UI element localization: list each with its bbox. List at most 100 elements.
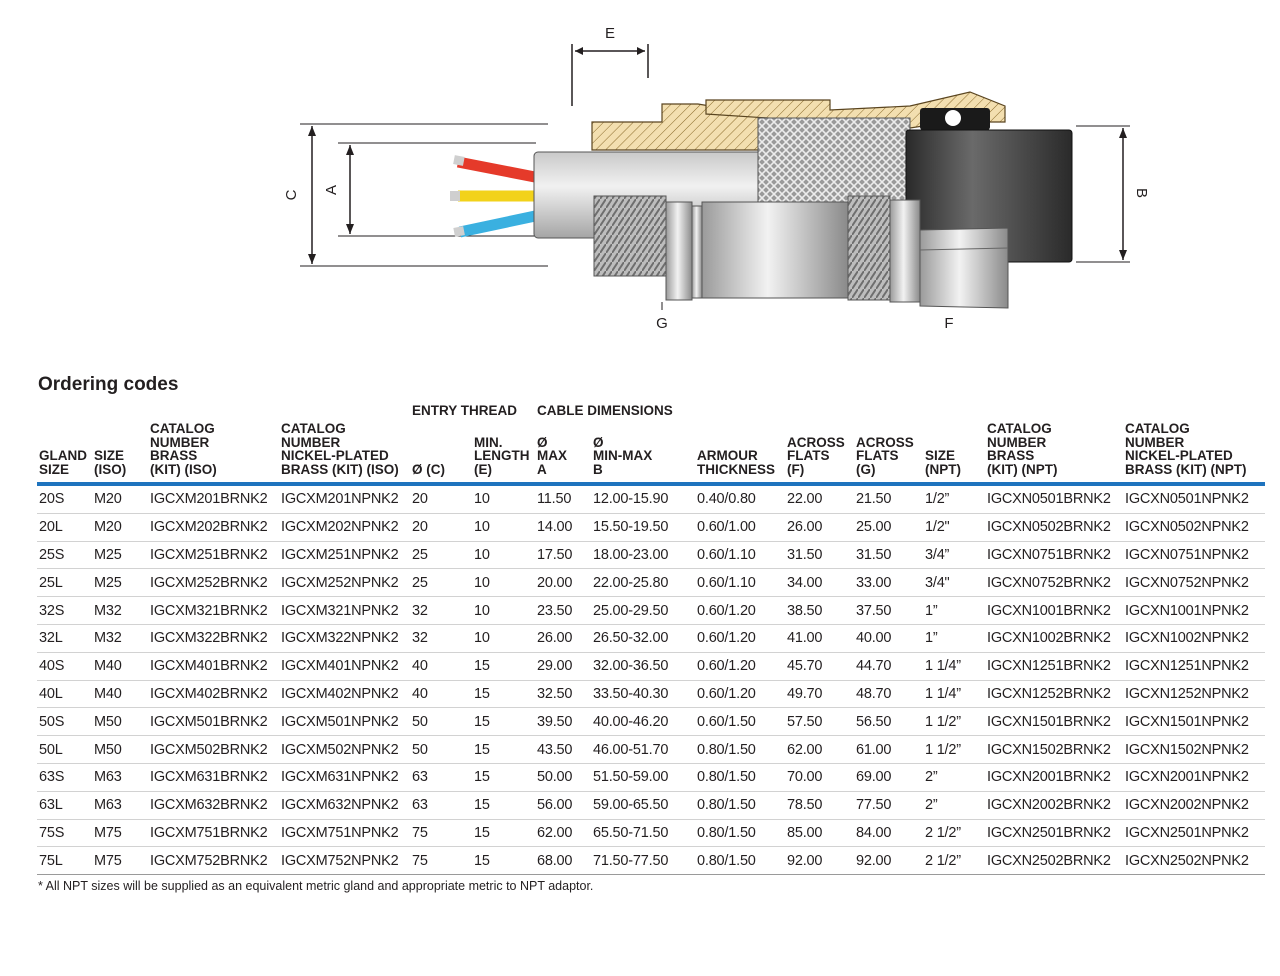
- table-cell: IGCXN0751NPNK2: [1123, 541, 1265, 570]
- table-cell: 51.50-59.00: [591, 763, 695, 792]
- table-cell: IGCXM402BRNK2: [148, 680, 279, 709]
- table-cell: 71.50-77.50: [591, 846, 695, 876]
- table-cell: 31.50: [854, 541, 923, 570]
- table-cell: IGCXN2002NPNK2: [1123, 791, 1265, 820]
- table-cell: 0.80/1.50: [695, 735, 785, 764]
- cable-dimensions-group-header: CABLE DIMENSIONS: [537, 403, 673, 418]
- entry-nut: [665, 201, 693, 301]
- table-cell: 75: [410, 819, 472, 848]
- table-cell: 1 1/2”: [923, 707, 985, 737]
- table-cell: 1”: [923, 596, 985, 625]
- table-cell: 15: [472, 707, 535, 737]
- table-cell: 15: [472, 680, 535, 709]
- table-cell: 40.00-46.20: [591, 707, 695, 737]
- table-cell: IGCXM631BRNK2: [148, 763, 279, 792]
- table-cell: 48.70: [854, 680, 923, 709]
- table-cell: M32: [92, 624, 148, 653]
- column-header: ACROSS FLATS (F): [787, 434, 845, 477]
- table-cell: 25: [410, 568, 472, 598]
- table-cell: 3/4”: [923, 541, 985, 570]
- table-cell: 92.00: [854, 846, 923, 876]
- table-cell: 65.50-71.50: [591, 819, 695, 848]
- table-cell: M20: [92, 484, 148, 514]
- table-cell: 31.50: [785, 541, 854, 570]
- group-headers: ENTRY THREAD CABLE DIMENSIONS: [0, 403, 1280, 419]
- table-cell: 61.00: [854, 735, 923, 764]
- table-cell: IGCXN1251BRNK2: [985, 652, 1123, 681]
- table-cell: 32.00-36.50: [591, 652, 695, 681]
- table-cell: IGCXN0751BRNK2: [985, 541, 1123, 570]
- table-cell: 63: [410, 763, 472, 792]
- table-cell: 40: [410, 652, 472, 681]
- table-cell: IGCXN1251NPNK2: [1123, 652, 1265, 681]
- table-cell: 0.60/1.20: [695, 596, 785, 625]
- table-cell: 37.50: [854, 596, 923, 625]
- table-cell: 1 1/4”: [923, 680, 985, 709]
- table-cell: 15: [472, 819, 535, 848]
- table-cell: 49.70: [785, 680, 854, 709]
- table-cell: IGCXM632NPNK2: [279, 791, 410, 820]
- table-cell: 10: [472, 596, 535, 625]
- table-cell: IGCXM752BRNK2: [148, 846, 279, 876]
- table-cell: IGCXN1002NPNK2: [1123, 624, 1265, 653]
- column-header: CATALOG NUMBER BRASS (KIT) (NPT): [987, 421, 1058, 477]
- gland-body: [701, 201, 849, 299]
- table-cell: 40S: [37, 652, 92, 681]
- table-cell: 2”: [923, 763, 985, 792]
- entry-thread-group-header: ENTRY THREAD: [412, 403, 518, 418]
- column-header: SIZE (NPT): [925, 448, 961, 477]
- column-header: CATALOG NUMBER NICKEL-PLATED BRASS (KIT)…: [1125, 421, 1247, 477]
- table-cell: 75S: [37, 819, 92, 848]
- column-header: CATALOG NUMBER BRASS (KIT) (ISO): [150, 421, 217, 477]
- table-cell: IGCXN1252BRNK2: [985, 680, 1123, 709]
- table-cell: 25L: [37, 568, 92, 598]
- table-cell: 22.00: [785, 484, 854, 514]
- table-cell: M25: [92, 541, 148, 570]
- table-cell: 20: [410, 513, 472, 542]
- table-cell: 21.50: [854, 484, 923, 514]
- table-cell: 50S: [37, 707, 92, 737]
- table-cell: 59.00-65.50: [591, 791, 695, 820]
- dimension-b-label: B: [1133, 188, 1150, 198]
- table-cell: 26.00: [535, 624, 591, 653]
- table-cell: 2 1/2”: [923, 846, 985, 876]
- table-cell: IGCXM501BRNK2: [148, 707, 279, 737]
- table-cell: 1”: [923, 624, 985, 653]
- table-cell: 14.00: [535, 513, 591, 542]
- table-cell: IGCXN1252NPNK2: [1123, 680, 1265, 709]
- table-cell: 10: [472, 541, 535, 570]
- column-header: SIZE (ISO): [94, 448, 127, 477]
- red-wire: [456, 156, 542, 184]
- table-cell: 77.50: [854, 791, 923, 820]
- table-cell: 1 1/2”: [923, 735, 985, 764]
- table-cell: 10: [472, 513, 535, 542]
- table-cell: 70.00: [785, 763, 854, 792]
- table-cell: 69.00: [854, 763, 923, 792]
- table-cell: M40: [92, 680, 148, 709]
- column-header: Ø MAX A: [537, 434, 567, 477]
- table-cell: 50: [410, 707, 472, 737]
- table-cell: IGCXM251NPNK2: [279, 541, 410, 570]
- table-cell: IGCXM322BRNK2: [148, 624, 279, 653]
- table-cell: 32S: [37, 596, 92, 625]
- table-cell: M50: [92, 735, 148, 764]
- table-cell: 2”: [923, 791, 985, 820]
- table-cell: 1 1/4”: [923, 652, 985, 681]
- table-cell: 11.50: [535, 484, 591, 514]
- table-cell: M20: [92, 513, 148, 542]
- table-cell: 75L: [37, 846, 92, 876]
- footnote: * All NPT sizes will be supplied as an e…: [38, 879, 594, 893]
- table-cell: IGCXN1502NPNK2: [1123, 735, 1265, 764]
- entry-thread: [593, 195, 667, 277]
- table-cell: IGCXN0501NPNK2: [1123, 484, 1265, 514]
- table-cell: M40: [92, 652, 148, 681]
- table-cell: 0.80/1.50: [695, 819, 785, 848]
- table-cell: 50.00: [535, 763, 591, 792]
